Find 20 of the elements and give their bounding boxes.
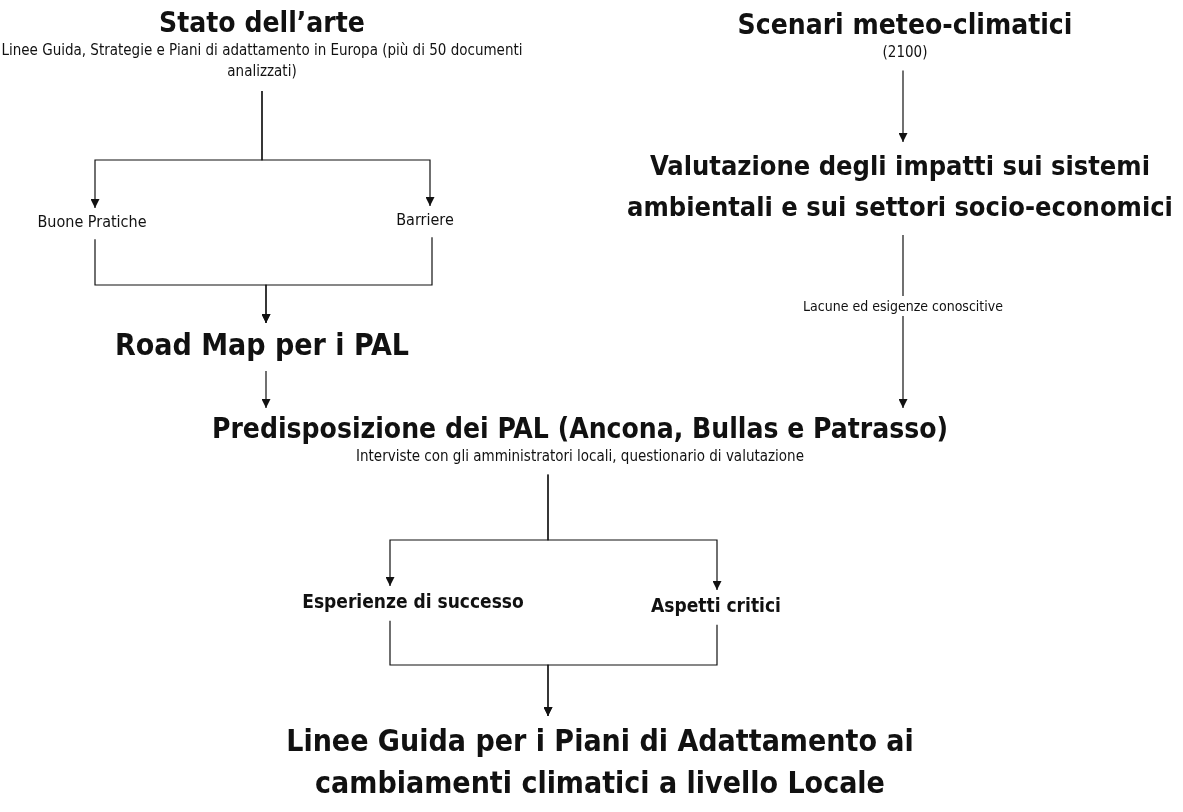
arrow <box>543 624 718 717</box>
node-text: Buone Pratiche <box>37 212 147 232</box>
arrow <box>898 234 908 409</box>
subtitle-text: Linee Guida, Strategie e Piani di adattamento in Europa (più di 50 documenti analizzati) <box>0 39 524 83</box>
arrow <box>261 90 435 207</box>
arrow <box>547 474 722 591</box>
heading-text: Road Map per i PAL <box>114 327 410 363</box>
heading-text: Stato dell’arte <box>159 6 365 40</box>
subtitle-text: Interviste con gli amministratori locali, questionario di valutazione <box>356 445 804 467</box>
heading-text: Esperienze di successo <box>302 590 524 613</box>
subtitle-text: (2100) <box>882 41 928 63</box>
arrow <box>261 370 271 409</box>
heading-text: Linee Guida per i Piani di Adattamento ai cambiamenti climatici a livello Locale <box>285 722 915 802</box>
arrow <box>261 236 433 324</box>
heading-text: Scenari meteo-climatici <box>737 8 1073 42</box>
node-text: Barriere <box>396 210 454 230</box>
heading-text: Valutazione degli impatti sui sistemi ambientali e sui settori socio-economici <box>626 149 1174 224</box>
heading-text: Predisposizione dei PAL (Ancona, Bullas e Patrasso) <box>211 412 949 446</box>
arrow <box>898 70 908 143</box>
heading-text: Aspetti critici <box>651 594 781 617</box>
